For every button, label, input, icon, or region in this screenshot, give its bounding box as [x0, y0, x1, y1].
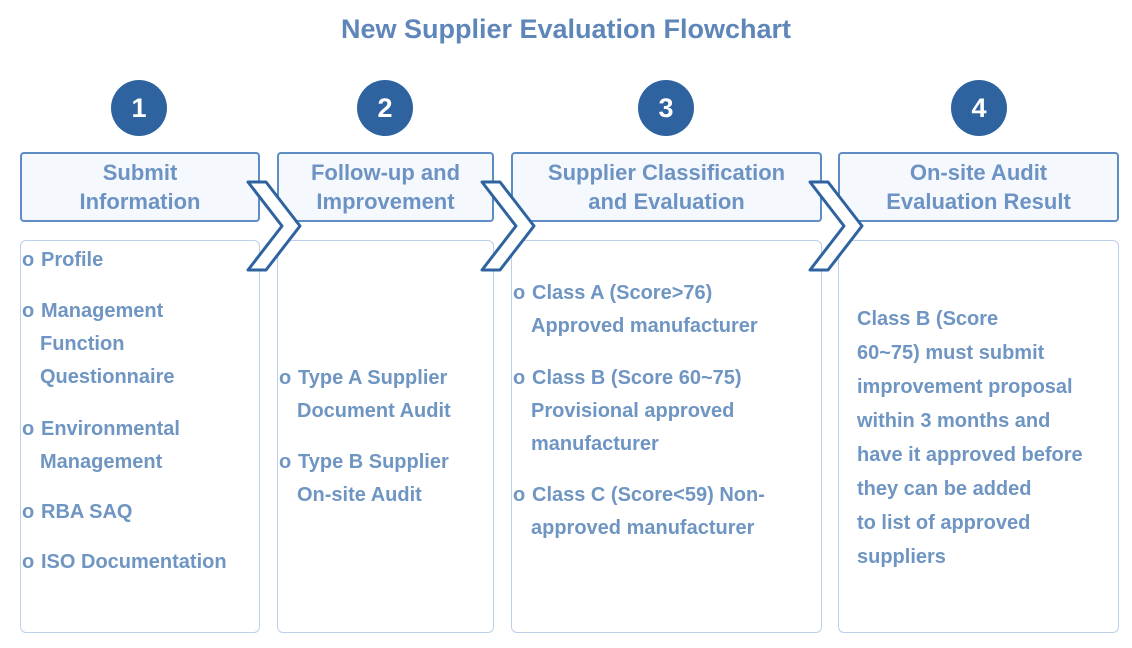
bullet: o	[22, 551, 35, 573]
item-text: Approved manufacturer	[531, 315, 758, 337]
item-text: Type A Supplier	[298, 367, 448, 389]
item-text: Type B Supplier	[298, 451, 449, 473]
list-item: o Management Function Questionnaire	[22, 295, 174, 394]
step-3-header-line-1: Supplier Classification	[547, 160, 786, 185]
bullet: o	[279, 451, 292, 473]
result-line: 60~75) must submit	[857, 342, 1045, 364]
result-line: they can be added	[857, 478, 1032, 500]
list-item: o Profile	[22, 244, 103, 277]
item-text: Function	[40, 333, 125, 355]
list-item: o Class B (Score 60~75) Provisional appro…	[513, 362, 742, 461]
result-line: to list of approved	[857, 512, 1031, 534]
step-4-header: On-site Audit Evaluation Result	[838, 152, 1119, 222]
step-1-body	[20, 240, 260, 633]
bullet: o	[22, 249, 35, 271]
flowchart-title: New Supplier Evaluation Flowchart	[340, 14, 792, 44]
result-line: have it approved before	[857, 444, 1083, 466]
step-1-header-line-2: Information	[79, 189, 201, 214]
bullet: o	[513, 484, 526, 506]
list-item: o Type A Supplier Document Audit	[279, 362, 451, 428]
item-text: Class B (Score 60~75)	[532, 367, 742, 389]
step-1-header: Submit Information	[20, 152, 260, 222]
list-item: o Class A (Score>76) Approved manufacture…	[513, 277, 758, 343]
step-4-body	[838, 240, 1119, 633]
step-4-header-line-1: On-site Audit	[909, 160, 1048, 185]
bullet: o	[513, 282, 526, 304]
step-2-number: 2	[357, 80, 413, 136]
step-4-header-line-2: Evaluation Result	[886, 189, 1071, 214]
item-text: Management	[40, 451, 163, 473]
chevron-right-icon	[808, 180, 864, 272]
result-line: suppliers	[857, 546, 946, 568]
bullet: o	[22, 418, 35, 440]
step-2-header-line-1: Follow-up and	[310, 160, 461, 185]
result-line: within 3 months and	[857, 410, 1051, 432]
item-text: Profile	[41, 249, 104, 271]
item-text: Class C (Score<59) Non-	[532, 484, 765, 506]
chevron-right-icon	[246, 180, 302, 272]
bullet: o	[22, 501, 35, 523]
result-line: Class B (Score	[857, 308, 999, 330]
item-text: On-site Audit	[297, 484, 422, 506]
item-text: RBA SAQ	[41, 501, 133, 523]
bullet: o	[513, 367, 526, 389]
bullet: o	[279, 367, 292, 389]
step-4-number: 4	[951, 80, 1007, 136]
step-4-result-text: Class B (Score 60~75) must submit improv…	[857, 302, 1083, 574]
item-text: ISO Documentation	[41, 551, 227, 573]
bullet: o	[22, 300, 35, 322]
item-text: manufacturer	[531, 433, 659, 455]
item-text: Management	[41, 300, 164, 322]
step-1-header-line-1: Submit	[102, 160, 178, 185]
list-item: o Class C (Score<59) Non- approved manufa…	[513, 479, 765, 545]
item-text: Class A (Score>76)	[532, 282, 713, 304]
step-2-body	[277, 240, 494, 633]
step-3-number: 3	[638, 80, 694, 136]
item-text: Questionnaire	[40, 366, 175, 388]
chevron-right-icon	[480, 180, 536, 272]
list-item: o Type B Supplier On-site Audit	[279, 446, 449, 512]
list-item: o ISO Documentation	[22, 546, 227, 579]
step-2-header: Follow-up and Improvement	[277, 152, 494, 222]
list-item: o Environmental Management	[22, 413, 180, 479]
item-text: Environmental	[41, 418, 180, 440]
item-text: Provisional approved	[531, 400, 735, 422]
item-text: Document Audit	[297, 400, 451, 422]
step-3-body	[511, 240, 822, 633]
step-2-header-line-2: Improvement	[316, 189, 455, 214]
step-3-header: Supplier Classification and Evaluation	[511, 152, 822, 222]
step-1-number: 1	[111, 80, 167, 136]
item-text: approved manufacturer	[531, 517, 755, 539]
list-item: o RBA SAQ	[22, 496, 132, 529]
step-3-header-line-2: and Evaluation	[588, 189, 745, 214]
result-line: improvement proposal	[857, 376, 1073, 398]
